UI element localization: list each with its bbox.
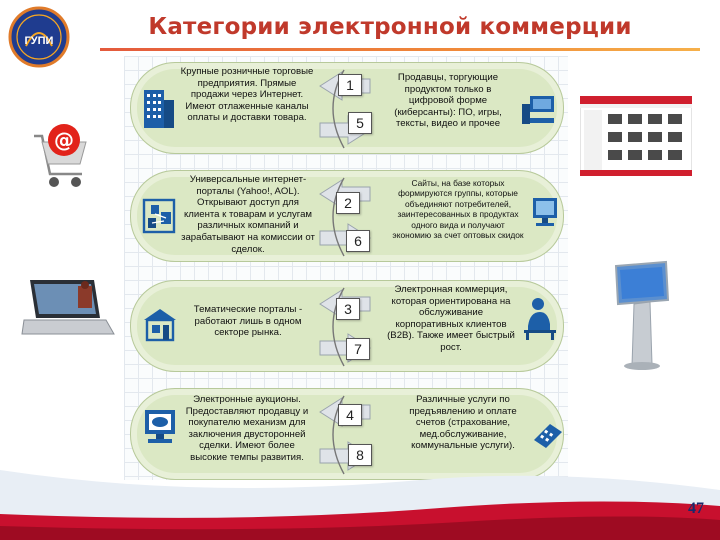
row-2-number-right: 6 (346, 230, 370, 252)
title-underline (100, 48, 700, 51)
university-logo: ГУПИ (8, 6, 70, 68)
row-2-right-text: Сайты, на базе которых формируются групп… (392, 178, 524, 240)
row-1-right-text: Продавцы, торгующие продуктом только в ц… (394, 72, 502, 130)
ecommerce-cart-image: @ (28, 118, 92, 192)
row-3-number-left: 3 (336, 298, 360, 320)
row-2-cycle-arrows (300, 172, 390, 260)
network-icon (142, 196, 180, 236)
logo-text: ГУПИ (25, 35, 54, 47)
row-4-number-left: 4 (338, 404, 362, 426)
svg-text:@: @ (54, 128, 74, 152)
row-1-number-right: 5 (348, 112, 372, 134)
monitor-icon (530, 196, 560, 230)
online-store-screenshot (580, 96, 692, 176)
row-3-number-right: 7 (346, 338, 370, 360)
office-worker-icon (522, 296, 558, 340)
payment-kiosk-image (610, 260, 674, 372)
computer-icon (520, 94, 556, 128)
page-title: Категории электронной коммерции (100, 14, 680, 40)
row-3-cycle-arrows (300, 282, 390, 370)
row-3-left-text: Тематические порталы - работают лишь в о… (184, 304, 312, 339)
shop-icon (142, 306, 178, 342)
row-3-right-text: Электронная коммерция, которая ориентиро… (384, 284, 518, 354)
row-1-number-left: 1 (338, 74, 362, 96)
row-1-left-text: Крупные розничные торговые предприятия. … (180, 66, 314, 124)
row-2-number-left: 2 (336, 192, 360, 214)
building-icon (142, 80, 176, 130)
footer-wave (0, 430, 720, 540)
laptop-image (20, 276, 116, 338)
page-number: 47 (664, 500, 704, 518)
row-2-left-text: Универсальные интернет-порталы (Yahoo!, … (180, 174, 316, 255)
